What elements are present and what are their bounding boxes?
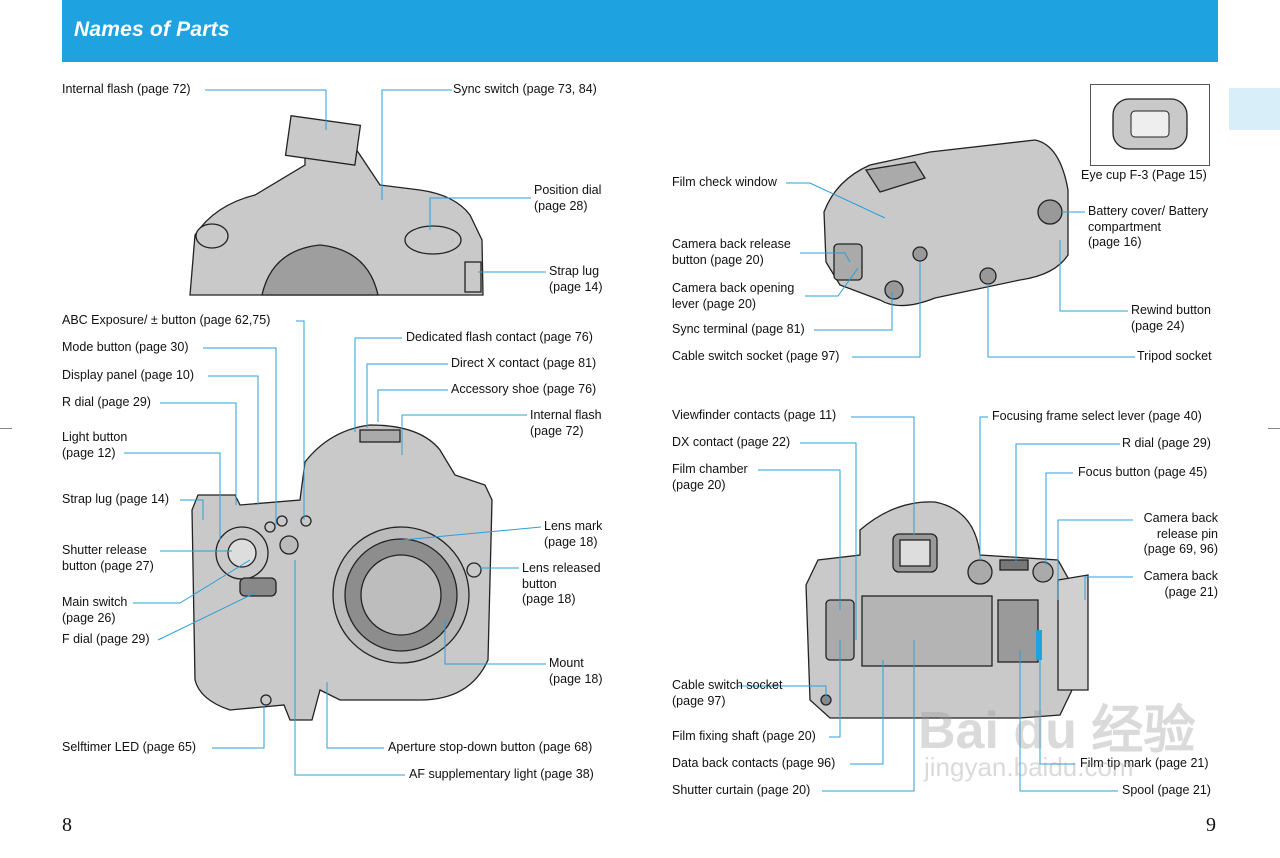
camera-rear-illustration: [823, 139, 1069, 307]
label-line: (page 18): [544, 534, 598, 549]
label-dx-contact: DX contact (page 22): [672, 435, 791, 449]
label-r-dial-right: R dial (page 29): [1122, 436, 1211, 450]
label-film-chamber: Film chamber(page 20): [672, 462, 748, 493]
label-line: Position dial: [534, 183, 602, 197]
label-line: (page 24): [1131, 318, 1185, 333]
label-main-switch: Main switch(page 26): [62, 595, 127, 626]
label-lens-mark: Lens mark(page 18): [544, 519, 602, 550]
label-spool: Spool (page 21): [1122, 783, 1211, 797]
watermark-url: jingyan.baidu.com: [924, 752, 1134, 782]
label-line: Rewind button: [1131, 303, 1211, 317]
label-line: Film chamber: [672, 462, 748, 476]
label-strap-lug: Strap lug (page 14): [62, 492, 170, 506]
label-film-fixing: Film fixing shaft (page 20): [672, 729, 816, 743]
label-sync-switch: Sync switch (page 73, 84): [453, 82, 597, 96]
label-cable-socket-back: Cable switch socket(page 97): [672, 678, 782, 709]
label-internal-flash: Internal flash(page 72): [530, 408, 602, 439]
label-line: Strap lug: [549, 264, 600, 278]
label-line: (page 18): [522, 592, 576, 606]
label-line: Battery cover/ Battery: [1088, 204, 1209, 218]
label-af-light: AF supplementary light (page 38): [409, 767, 594, 781]
label-line: Lens mark: [544, 519, 603, 533]
label-f-dial: F dial (page 29): [62, 632, 150, 646]
label-line: button (page 27): [62, 558, 154, 573]
label-film-tip: Film tip mark (page 21): [1080, 756, 1209, 770]
label-focus-button: Focus button (page 45): [1078, 465, 1208, 479]
label-abc-exposure: ABC Exposure/ ± button (page 62,75): [62, 313, 271, 327]
camera-back-open-illustration: [805, 501, 1089, 719]
label-aperture-stop: Aperture stop-down button (page 68): [388, 740, 593, 754]
label-line: Cable switch socket: [672, 678, 783, 692]
label-mount: Mount(page 18): [549, 656, 603, 687]
label-line: (page 26): [62, 610, 116, 625]
label-selftimer-led: Selftimer LED (page 65): [62, 740, 197, 754]
label-line: Light button: [62, 430, 128, 444]
label-camera-back: Camera back(page 21): [1118, 569, 1218, 600]
label-r-dial-left: R dial (page 29): [62, 395, 151, 409]
label-line: button: [522, 576, 557, 591]
label-line: release pin: [1156, 526, 1218, 541]
label-rewind-button: Rewind button(page 24): [1131, 303, 1211, 334]
label-data-back: Data back contacts (page 96): [672, 756, 836, 770]
label-line: (page 16): [1088, 235, 1142, 249]
label-line: button (page 20): [672, 252, 764, 267]
label-line: (page 14): [549, 279, 603, 294]
eye-cup-figure: [1090, 84, 1210, 166]
label-line: Shutter release: [62, 543, 147, 557]
label-light-button: Light button(page 12): [62, 430, 127, 461]
label-line: (page 21): [1164, 584, 1218, 599]
label-line: Camera back opening: [672, 281, 795, 295]
label-accessory-shoe: Accessory shoe (page 76): [451, 382, 597, 396]
page-number-right: 9: [1206, 814, 1216, 836]
label-line: (page 20): [672, 477, 726, 492]
label-line: Internal flash: [530, 408, 602, 422]
label-film-check: Film check window: [672, 175, 777, 189]
label-display-panel: Display panel (page 10): [62, 368, 195, 382]
page-header: Names of Parts: [62, 0, 1218, 62]
label-internal-flash-top: Internal flash (page 72): [62, 82, 191, 96]
watermark-logo: Bai du 经验: [918, 702, 1196, 760]
side-tab: [1229, 88, 1280, 130]
label-line: Camera back: [1143, 511, 1218, 525]
label-shutter-curtain: Shutter curtain (page 20): [672, 783, 811, 797]
label-viewfinder-contacts: Viewfinder contacts (page 11): [672, 408, 837, 422]
label-line: (page 28): [534, 198, 588, 213]
label-dedicated-flash: Dedicated flash contact (page 76): [406, 330, 593, 344]
label-line: (page 72): [530, 423, 584, 438]
label-strap-lug-top: Strap lug(page 14): [549, 264, 603, 295]
label-direct-x: Direct X contact (page 81): [451, 356, 597, 370]
page-title: Names of Parts: [74, 18, 230, 41]
crop-mark-right: [1268, 428, 1280, 429]
label-line: Camera back: [1143, 569, 1218, 583]
label-line: Lens released: [522, 561, 601, 575]
label-focusing-frame: Focusing frame select lever (page 40): [992, 409, 1202, 423]
page-number-left: 8: [62, 814, 72, 836]
camera-top-view-illustration: [189, 115, 484, 296]
crop-mark-left: [0, 428, 12, 429]
label-line: (page 12): [62, 445, 116, 460]
label-cable-switch-socket: Cable switch socket (page 97): [672, 349, 840, 363]
label-eye-cup: Eye cup F-3 (Page 15): [1081, 168, 1207, 182]
label-line: lever (page 20): [672, 296, 757, 311]
label-sync-terminal: Sync terminal (page 81): [672, 322, 805, 336]
label-position-dial: Position dial(page 28): [534, 183, 601, 214]
label-line: Mount: [549, 656, 584, 670]
label-line: (page 69, 96): [1143, 542, 1218, 556]
label-line: (page 97): [672, 693, 726, 708]
label-line: Main switch: [62, 595, 128, 609]
eye-cup-icon: [1112, 98, 1188, 150]
label-line: (page 18): [549, 671, 603, 686]
label-line: compartment: [1088, 219, 1161, 234]
label-line: Camera back release: [672, 237, 791, 251]
label-mode-button: Mode button (page 30): [62, 340, 189, 354]
label-tripod-socket: Tripod socket: [1137, 349, 1212, 363]
camera-front-illustration: [191, 424, 493, 721]
